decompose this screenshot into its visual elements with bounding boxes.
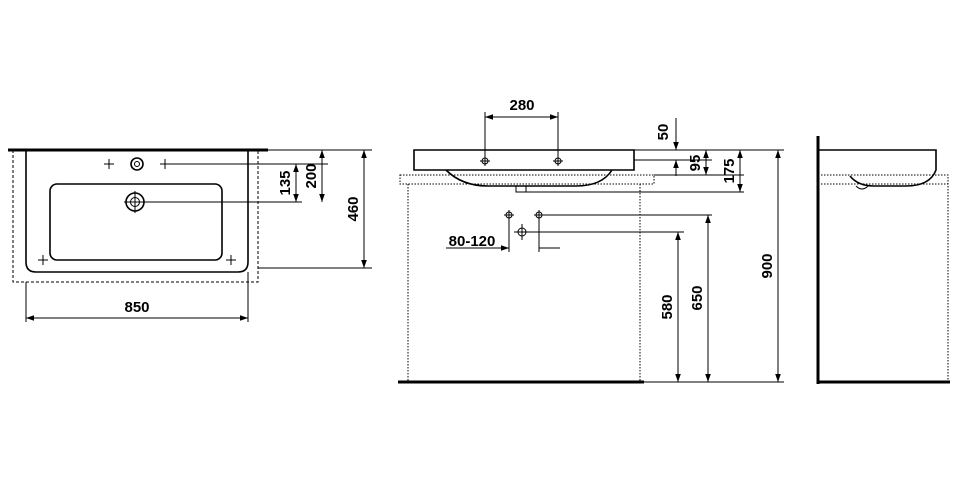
- tap-hole-icon: [130, 157, 144, 171]
- drain-stub: [515, 185, 527, 193]
- waste-outlet-icon: [514, 224, 530, 240]
- counter-dotted: [399, 174, 655, 185]
- cabinet-dotted-sides: [407, 184, 641, 382]
- dim-label-135: 135: [277, 170, 294, 195]
- basin-rim: [413, 149, 635, 171]
- dim-label-900: 900: [759, 253, 776, 278]
- dim-label-280: 280: [509, 97, 534, 114]
- supply-left-icon: [504, 210, 514, 220]
- top-view: 135 200 460 850: [8, 148, 372, 322]
- side-view: [816, 136, 950, 384]
- basin-outline: [25, 150, 249, 273]
- basin-bottom: [445, 169, 613, 187]
- front-view: 280 80-120 50 95 175 580 650 900: [398, 97, 784, 384]
- tap-mark-right-icon: [160, 159, 170, 169]
- side-basin-profile: [818, 149, 937, 187]
- side-cabinet-dotted: [818, 174, 949, 382]
- dim-label-95: 95: [687, 155, 704, 172]
- dim-label-80-120: 80-120: [449, 233, 496, 250]
- corner-mark-left-icon: [38, 255, 48, 265]
- dim-label-460: 460: [345, 196, 362, 221]
- inner-bowl: [49, 183, 223, 261]
- dim-label-50: 50: [655, 124, 672, 141]
- side-drain-icon: [855, 185, 869, 190]
- tap-mark-left-icon: [104, 159, 114, 169]
- supply-right-icon: [534, 210, 544, 220]
- dim-label-580: 580: [659, 294, 676, 319]
- corner-mark-right-icon: [226, 255, 236, 265]
- dim-label-175: 175: [721, 158, 738, 183]
- dim-label-650: 650: [689, 285, 706, 310]
- dim-label-850: 850: [124, 299, 149, 316]
- cabinet-dashed-outline: [12, 150, 259, 283]
- dim-label-200: 200: [303, 163, 320, 188]
